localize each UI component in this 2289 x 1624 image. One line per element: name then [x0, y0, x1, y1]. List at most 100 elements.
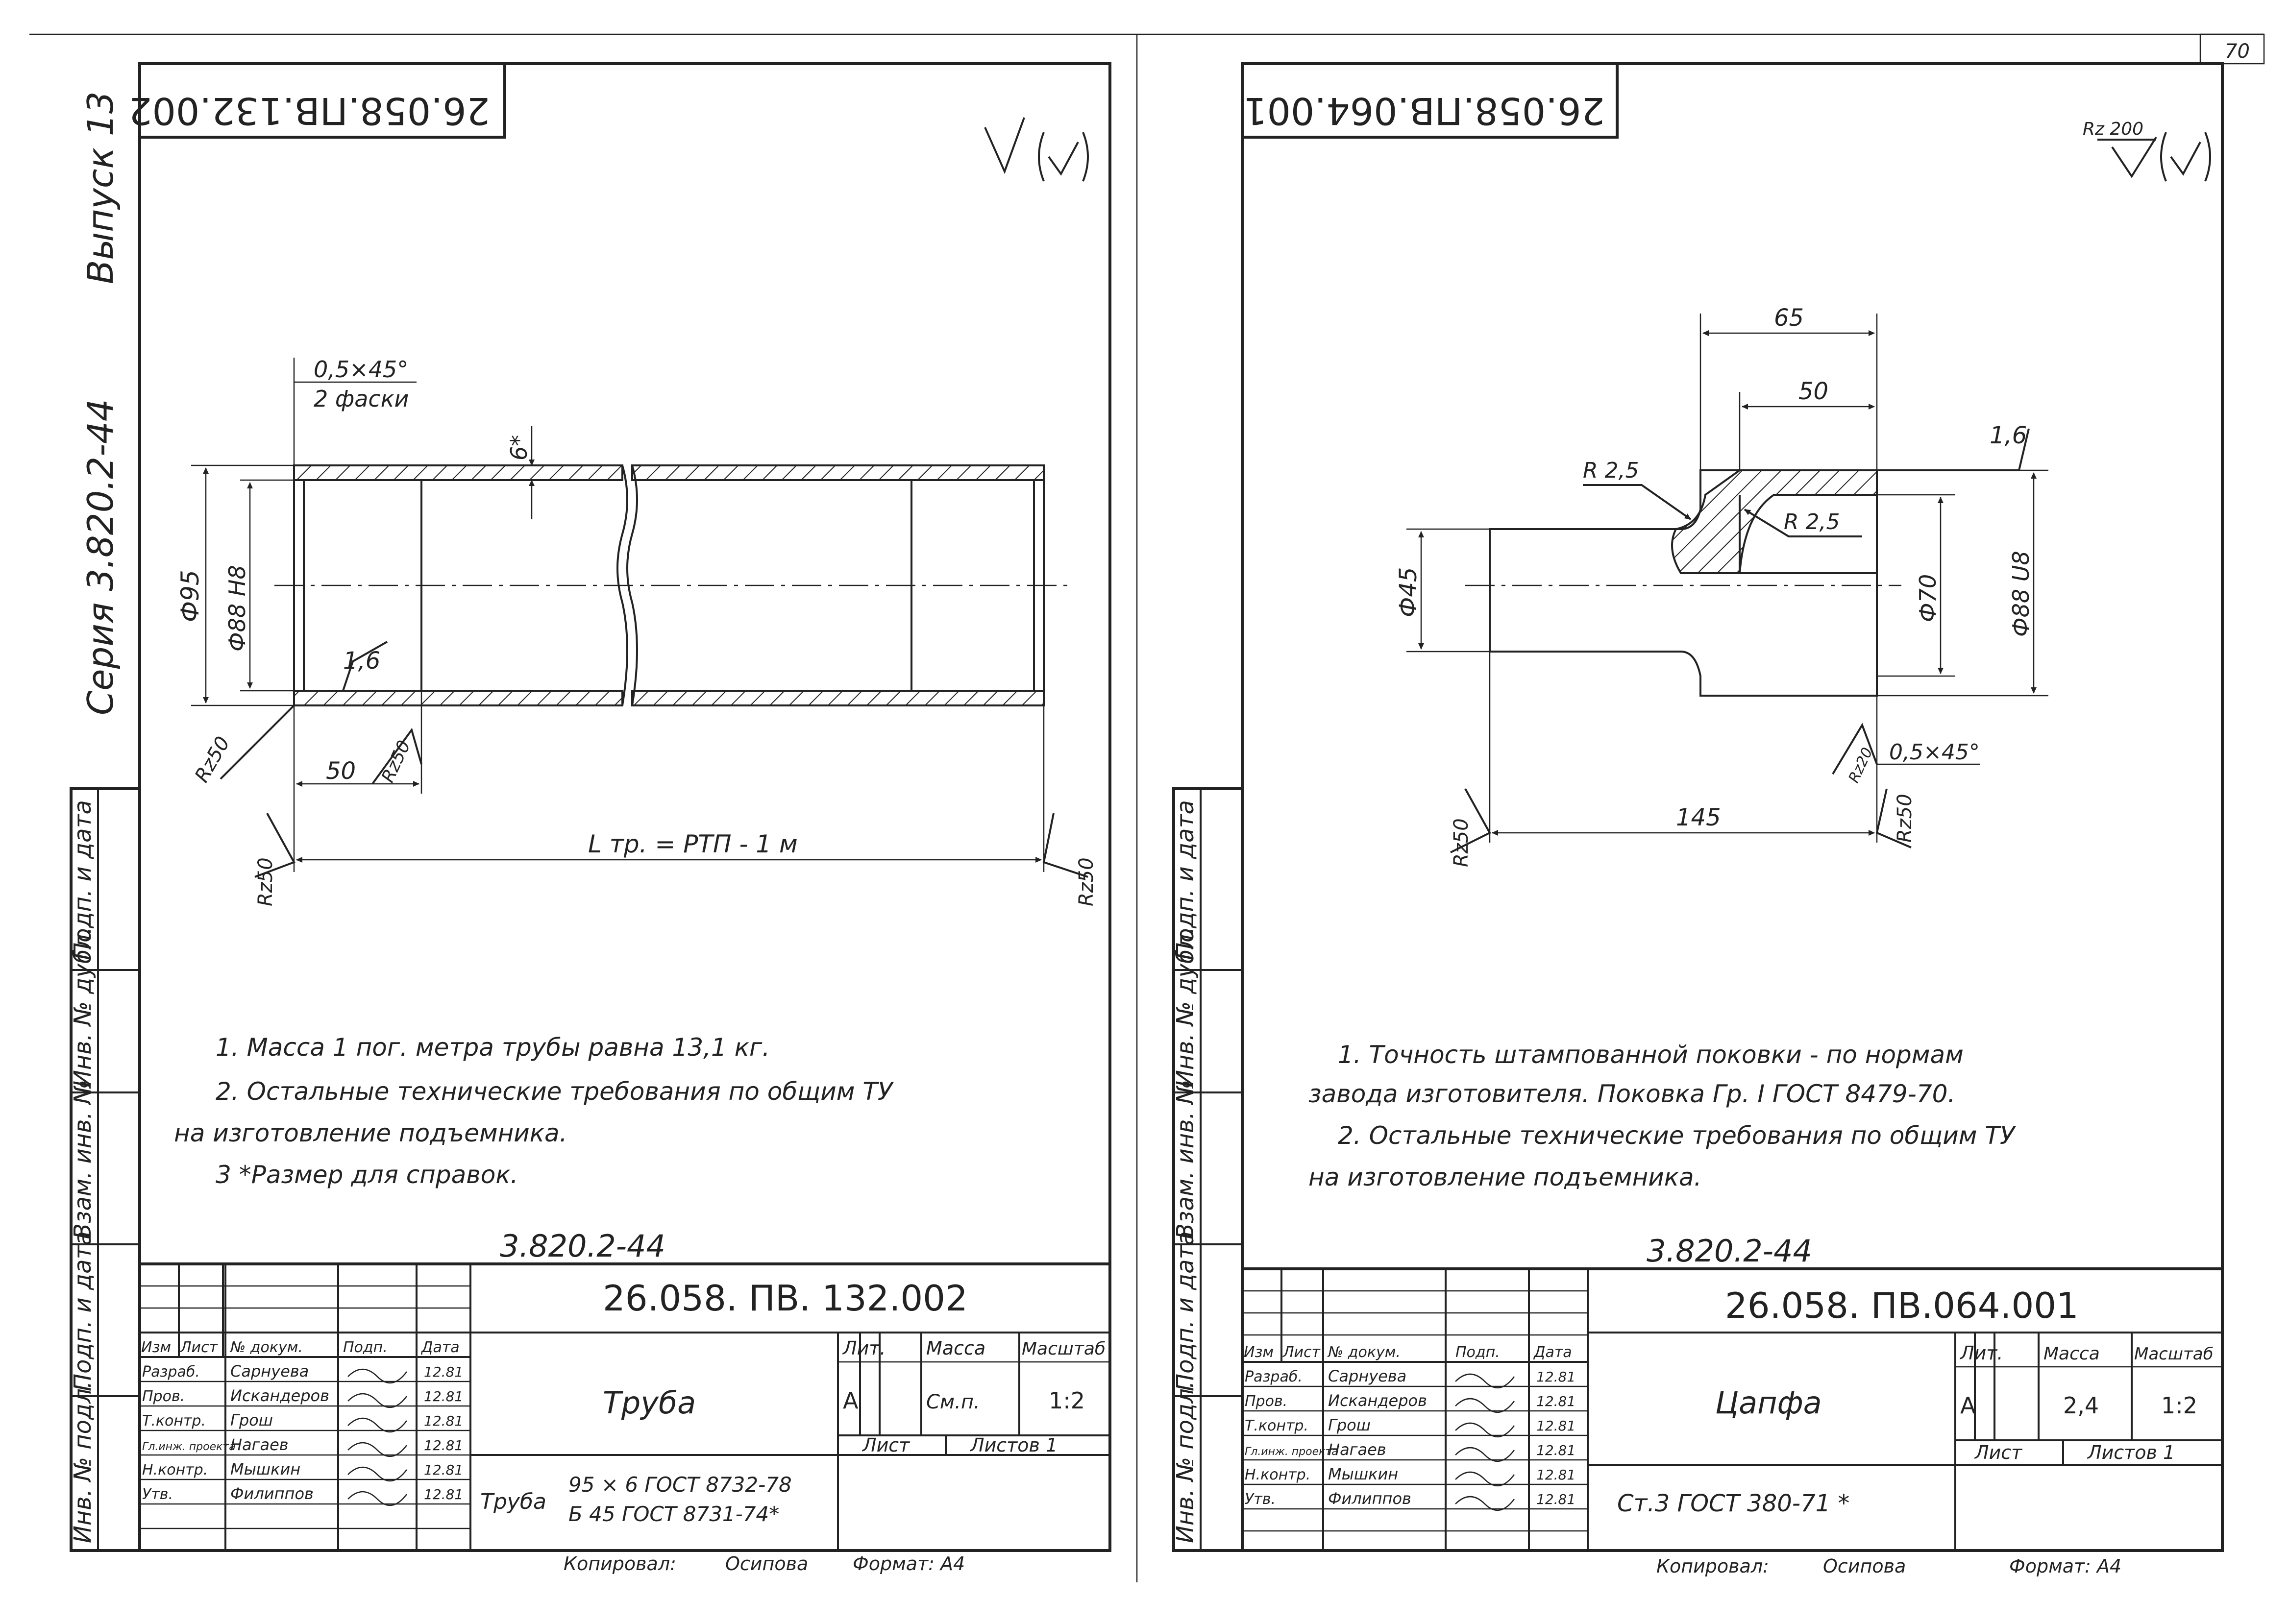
right-roughness-symbol [2097, 132, 2211, 182]
right-tb-lit-header: Лит. [1959, 1342, 2003, 1364]
left-chamfer-note: 2 фаски [314, 386, 409, 412]
right-chamfer: 0,5×45° [1889, 740, 1980, 765]
left-length-50: 50 [326, 757, 356, 785]
left-tube-length: L тр. = РТП - 1 м [588, 830, 798, 858]
left-tb-h-list: Лист [180, 1339, 219, 1356]
right-tb-name-4: Нагаев [1328, 1440, 1386, 1459]
left-copied: Копировал: [564, 1553, 676, 1575]
right-tb-signature-4 [1455, 1447, 1515, 1462]
right-d45: Ф45 [1395, 567, 1422, 617]
right-note-3: 2. Остальные технические требования по о… [1338, 1121, 2017, 1150]
issue-label: Выпуск 13 [80, 91, 121, 284]
left-tb-date-2: 12.81 [424, 1388, 463, 1405]
left-tb-name-5: Мышкин [230, 1460, 300, 1479]
right-tb-date-2: 12.81 [1536, 1393, 1575, 1409]
left-roughness-inner: 1,6 [343, 647, 380, 675]
right-sheet: Подп. и дата Инв. № дубл. Взам. инв. № П… [1172, 62, 2224, 1577]
right-r2: R 2,5 [1784, 509, 1840, 534]
right-note-2: завода изготовителя. Поковка Гр. I ГОСТ … [1308, 1080, 1955, 1108]
left-tb-designation: 26.058. ПВ. 132.002 [603, 1278, 968, 1319]
right-tb-role-6: Утв. [1245, 1491, 1276, 1508]
left-inner-diameter: Ф88 Н8 [224, 565, 250, 652]
right-rough-16: 1,6 [1990, 422, 2027, 449]
margin-vzam-inv: Взам. инв. № [69, 1080, 97, 1239]
right-dim-50: 50 [1798, 378, 1828, 405]
right-copied: Копировал: [1656, 1555, 1769, 1577]
right-notes: 1. Точность штампованной поковки - по но… [1308, 1041, 2017, 1191]
left-note-3: на изготовление подъемника. [174, 1119, 567, 1147]
right-rough-rz20: Rz20 [1846, 745, 1876, 786]
left-tb-sheets: Листов 1 [969, 1434, 1058, 1456]
left-roughness-a: Rz50 [191, 733, 235, 786]
right-tb-role-2: Пров. [1245, 1393, 1287, 1410]
right-d70: Ф70 [1915, 574, 1941, 622]
left-tb-signature-3 [347, 1417, 407, 1433]
left-format: Формат: А4 [853, 1553, 965, 1575]
left-tb-role-5: Н.контр. [142, 1461, 208, 1479]
left-tb-scale: 1:2 [1049, 1387, 1085, 1414]
right-code-rotated: 26.058.ПВ.064.001 [1243, 89, 1605, 133]
right-tb-name-3: Грош [1328, 1416, 1371, 1434]
left-tb-name-6: Филиппов [230, 1484, 314, 1503]
left-tb-material-label: Труба [480, 1489, 546, 1514]
left-tb-date-6: 12.81 [424, 1486, 463, 1503]
left-note-1: 1. Масса 1 пог. метра трубы равна 13,1 к… [216, 1033, 770, 1062]
left-tb-role-1: Разраб. [142, 1363, 200, 1381]
right-tb-name-5: Мышкин [1328, 1465, 1398, 1483]
right-tb-signature-5 [1455, 1471, 1515, 1487]
right-tb-h-sign: Подп. [1455, 1344, 1500, 1361]
left-tb-h-doc: № докум. [229, 1339, 303, 1356]
left-copier: Осипова [725, 1553, 808, 1575]
right-tb-h-izm: Изм [1244, 1344, 1274, 1361]
right-tb-role-4: Гл.инж. проекта [1245, 1446, 1338, 1458]
tube-drawing [274, 464, 1068, 706]
right-tb-role-5: Н.контр. [1245, 1466, 1310, 1483]
right-tb-material: Ст.3 ГОСТ 380-71 * [1617, 1490, 1849, 1517]
left-tb-lit: А [843, 1387, 859, 1414]
left-tb-name-1: Сарнуева [230, 1362, 309, 1381]
left-notes: 1. Масса 1 пог. метра трубы равна 13,1 к… [174, 1033, 894, 1189]
left-code-rotated: 26.058.ПВ.132.002 [128, 89, 490, 133]
right-tb-name-1: Сарнуева [1328, 1367, 1406, 1385]
right-tb-scale-header: Масштаб [2134, 1344, 2214, 1364]
right-tb-lit: А [1960, 1392, 1976, 1419]
right-tb-sheet: Лист [1974, 1442, 2023, 1463]
left-chamfer: 0,5×45° [314, 356, 408, 383]
left-tb-signature-5 [347, 1466, 407, 1482]
left-roughness-d: Rz50 [1075, 857, 1098, 906]
right-tb-signature-3 [1455, 1422, 1515, 1438]
r-margin-sign-date-2: Подп. и дата [1172, 1231, 1199, 1391]
right-tb-date-1: 12.81 [1536, 1369, 1575, 1385]
series-label: Серия 3.820.2-44 [80, 399, 121, 715]
right-tb-mass-header: Масса [2043, 1344, 2100, 1364]
left-roughness-b: Rz50 [378, 737, 415, 786]
right-tb-date-4: 12.81 [1536, 1442, 1575, 1458]
left-tb-role-2: Пров. [142, 1388, 185, 1405]
left-tb-date-3: 12.81 [424, 1413, 463, 1429]
left-tb-material-2: Б 45 ГОСТ 8731-74* [568, 1502, 779, 1526]
left-series-code: 3.820.2-44 [500, 1228, 665, 1264]
left-tb-lit-header: Лит. [842, 1337, 886, 1359]
left-tb-sheet: Лист [861, 1434, 911, 1456]
right-tb-date-3: 12.81 [1536, 1418, 1575, 1434]
right-d88: Ф88 U8 [2008, 551, 2034, 637]
right-r1: R 2,5 [1583, 458, 1639, 483]
page-number: 70 [2225, 40, 2250, 63]
right-tb-name-6: Филиппов [1328, 1489, 1411, 1508]
left-roughness-c: Rz50 [254, 857, 277, 906]
right-tb-date-6: 12.81 [1536, 1491, 1575, 1507]
left-outer-diameter: Ф95 [176, 570, 204, 622]
right-tb-name: Цапфа [1715, 1385, 1822, 1421]
margin-inv-dupl: Инв. № дубл. [69, 927, 97, 1088]
right-note-1: 1. Точность штампованной поковки - по но… [1338, 1041, 1964, 1069]
margin-sign-date: Подп. и дата [69, 800, 97, 960]
left-note-2: 2. Остальные технические требования по о… [216, 1077, 894, 1106]
r-margin-inv-dupl: Инв. № дубл. [1172, 927, 1199, 1088]
left-tb-signature-4 [347, 1442, 407, 1457]
right-tb-signature-6 [1455, 1496, 1515, 1511]
left-tb-role-6: Утв. [142, 1486, 173, 1503]
left-tb-h-date: Дата [420, 1339, 460, 1356]
right-tb-role-1: Разраб. [1245, 1368, 1303, 1385]
left-note-4: 3 *Размер для справок. [216, 1161, 518, 1189]
right-format: Формат: А4 [2009, 1555, 2121, 1577]
